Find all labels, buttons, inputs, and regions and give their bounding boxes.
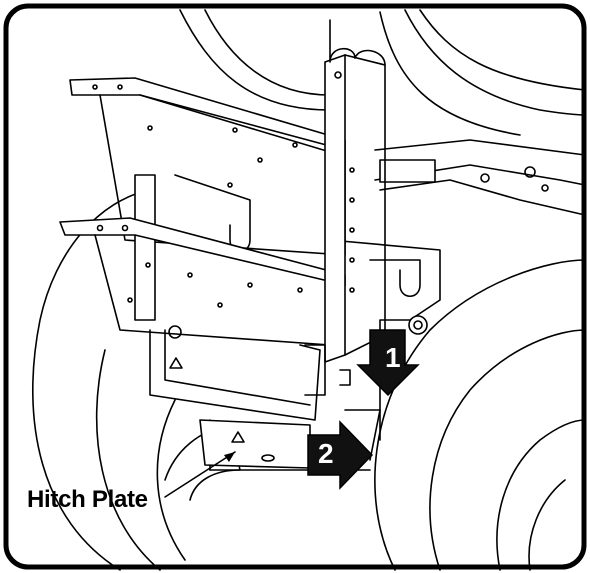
hitch-plate-label: Hitch Plate xyxy=(27,486,148,513)
hitch-plate-leader-line xyxy=(164,451,236,498)
arrow-right-icon xyxy=(307,420,374,490)
right-wheel xyxy=(374,259,586,571)
lower-frame-loop xyxy=(149,329,321,421)
mower-deck xyxy=(374,139,586,216)
step-2-number: 2 xyxy=(318,438,334,469)
hitch-plate xyxy=(199,419,311,469)
mounting-bolt xyxy=(408,315,428,335)
arrow-down-icon xyxy=(356,329,420,397)
illustration-border xyxy=(3,3,587,570)
leader-arrowhead xyxy=(224,452,235,462)
mower-seat xyxy=(179,9,586,136)
vertical-post xyxy=(304,47,386,396)
step-1-number: 1 xyxy=(385,342,401,373)
